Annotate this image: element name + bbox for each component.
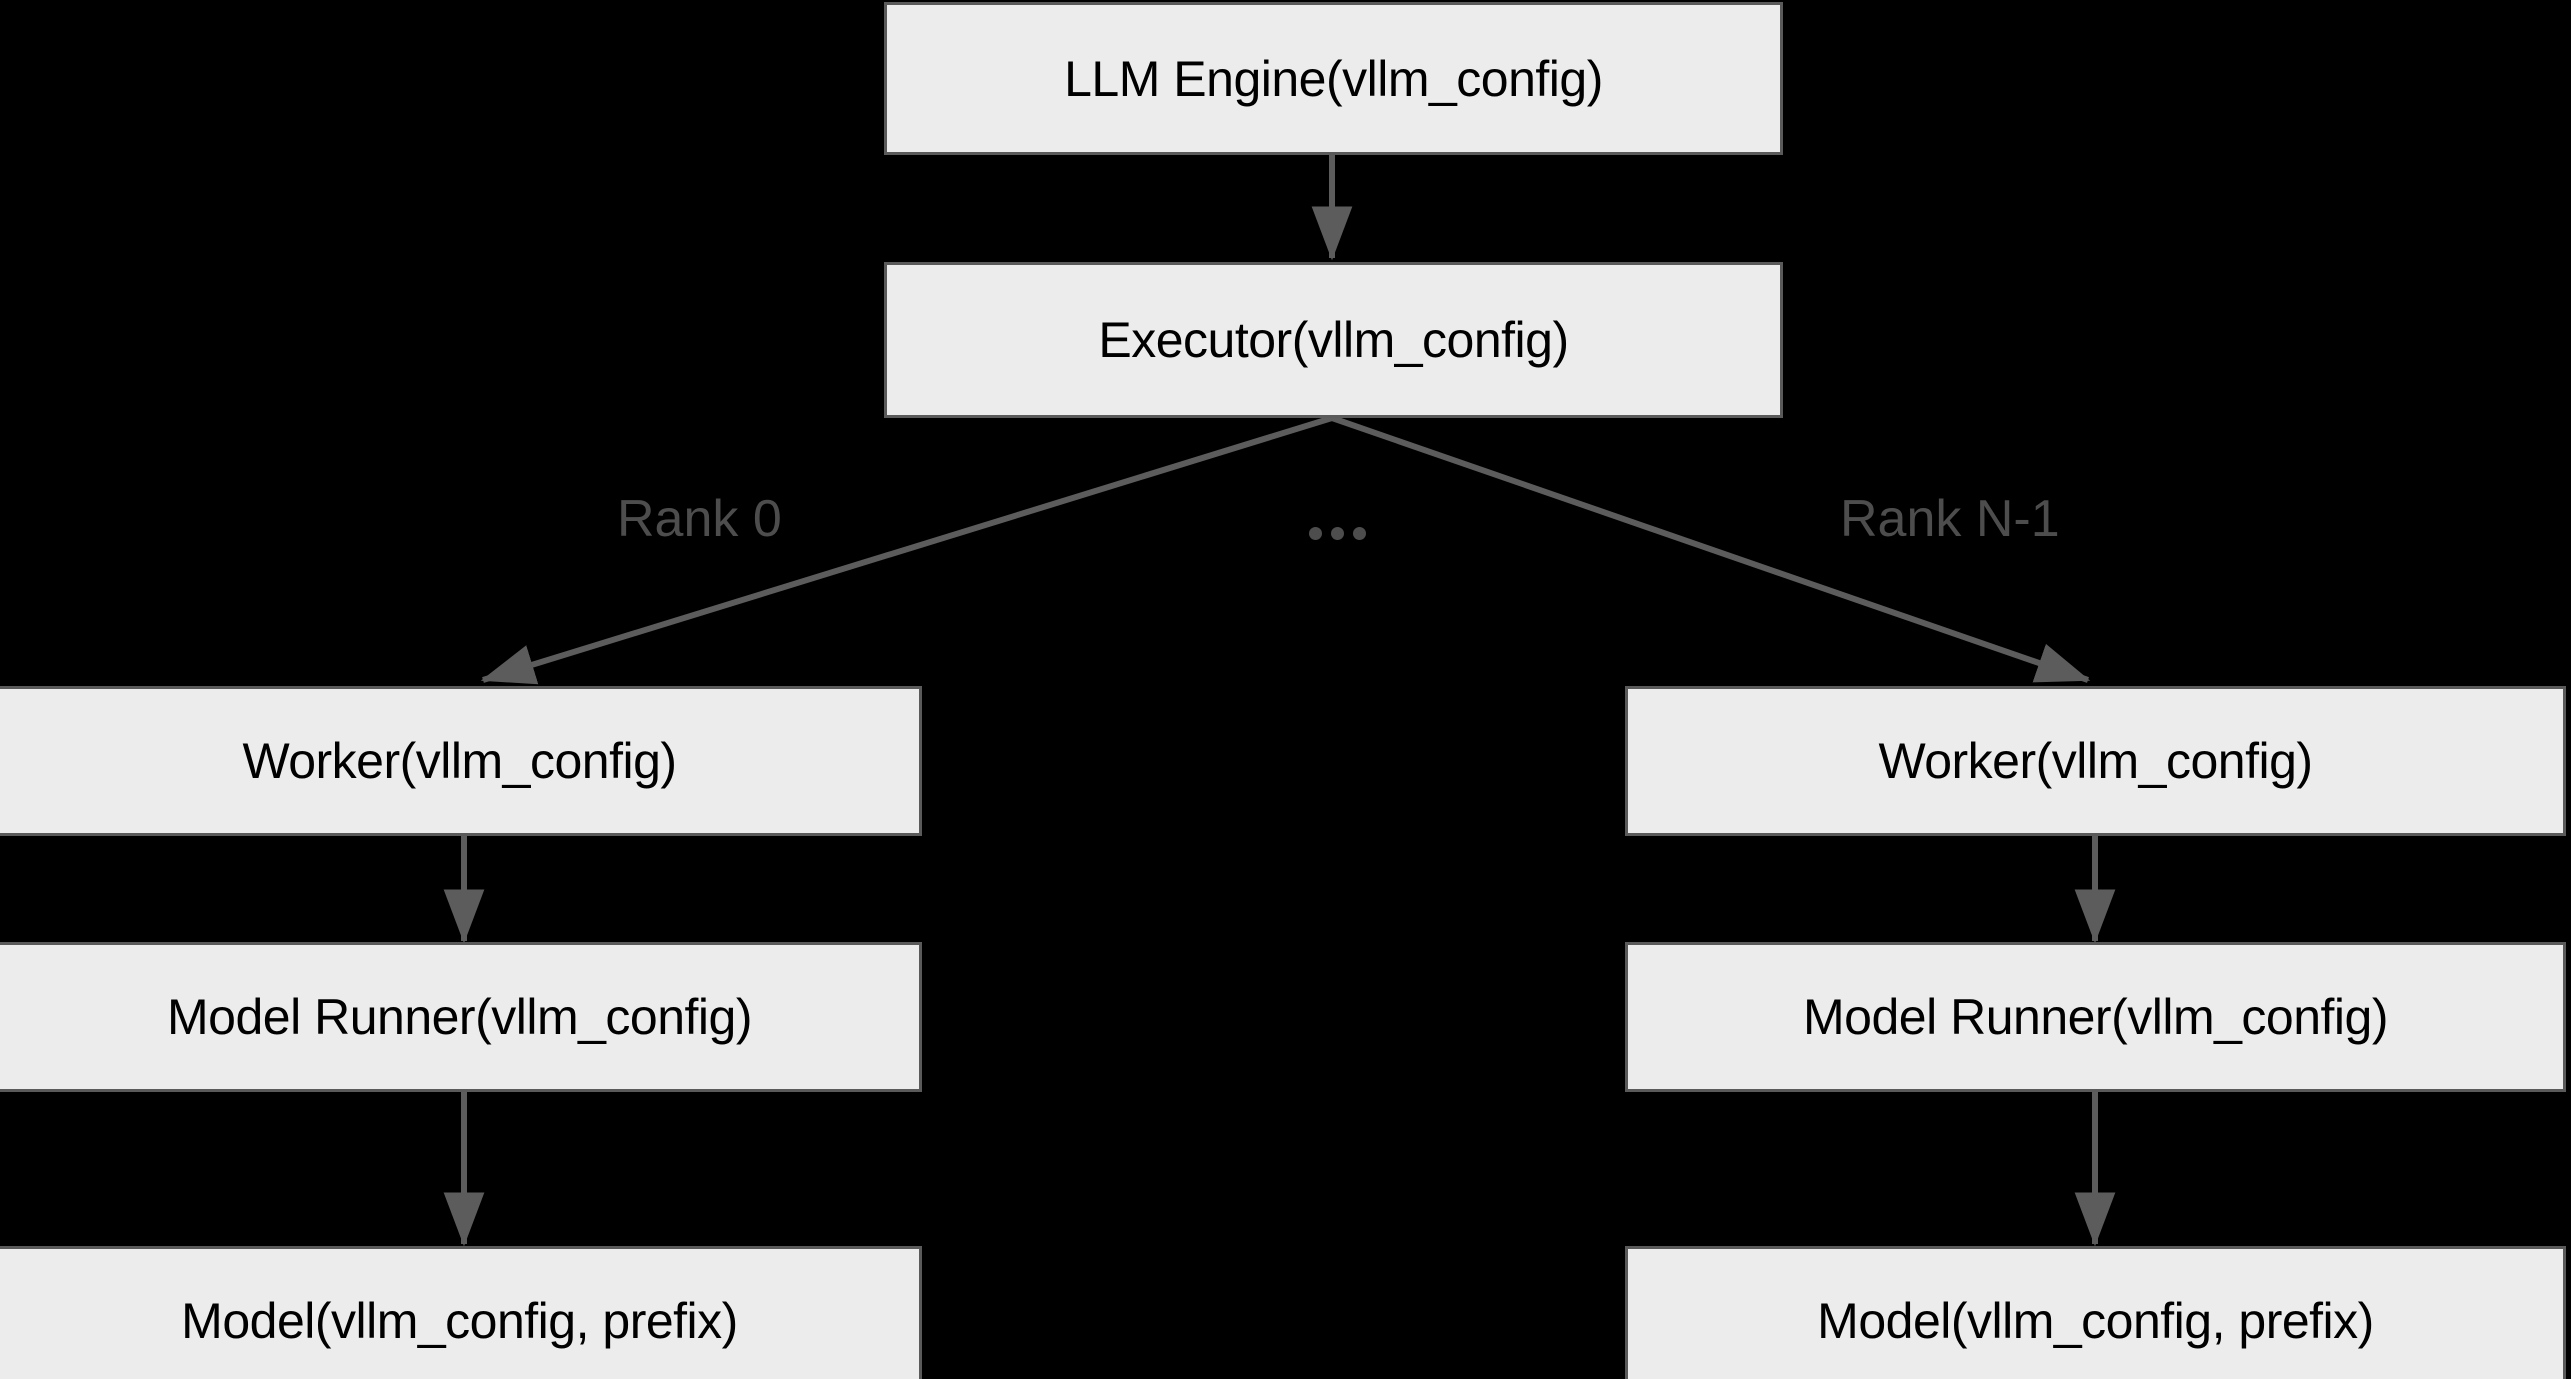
node-llm-engine[interactable]: LLM Engine(vllm_config) — [884, 2, 1783, 155]
ellipsis-dot-2 — [1331, 527, 1344, 540]
node-model-runner-rankn[interactable]: Model Runner(vllm_config) — [1625, 942, 2566, 1092]
node-worker-rankn[interactable]: Worker(vllm_config) — [1625, 686, 2566, 836]
node-llm-engine-label: LLM Engine(vllm_config) — [1064, 50, 1603, 107]
edge-executor-to-worker-rankn — [1331, 415, 2091, 683]
edge-label-rank-n-minus-1: Rank N-1 — [1840, 490, 2060, 548]
node-worker-rank0-label: Worker(vllm_config) — [242, 733, 677, 789]
node-model-rankn-label: Model(vllm_config, prefix) — [1817, 1293, 2374, 1349]
edge-executor-to-worker-rank0 — [480, 415, 1333, 685]
node-model-runner-rank0-label: Model Runner(vllm_config) — [167, 989, 752, 1045]
node-worker-rank0[interactable]: Worker(vllm_config) — [0, 686, 922, 836]
edge-label-rank-0: Rank 0 — [617, 490, 782, 548]
node-model-rankn[interactable]: Model(vllm_config, prefix) — [1625, 1246, 2566, 1379]
node-model-runner-rank0[interactable]: Model Runner(vllm_config) — [0, 942, 922, 1092]
edge-label-ellipsis — [1309, 527, 1366, 540]
node-worker-rankn-label: Worker(vllm_config) — [1878, 733, 2313, 789]
node-model-rank0[interactable]: Model(vllm_config, prefix) — [0, 1246, 922, 1379]
ellipsis-dot-1 — [1309, 527, 1322, 540]
node-model-runner-rankn-label: Model Runner(vllm_config) — [1803, 989, 2388, 1045]
node-model-rank0-label: Model(vllm_config, prefix) — [181, 1293, 738, 1349]
ellipsis-dot-3 — [1353, 527, 1366, 540]
node-executor-label: Executor(vllm_config) — [1098, 312, 1569, 368]
node-executor[interactable]: Executor(vllm_config) — [884, 262, 1783, 418]
